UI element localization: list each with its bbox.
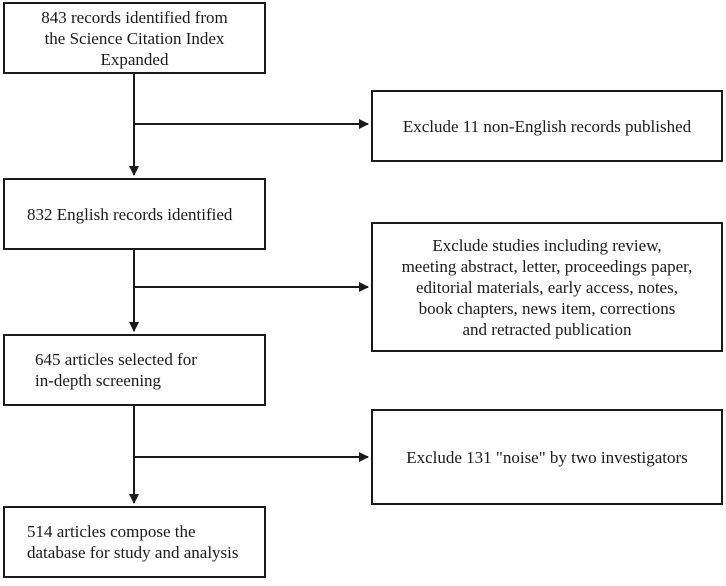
step-label-final-database: 514 articles compose the database for st…: [27, 522, 239, 562]
step-label-english: 832 English records identified: [27, 204, 233, 224]
exclusion-label-study-types: Exclude studies including review, meetin…: [401, 235, 693, 339]
step-label-screening: 645 articles selected for in-depth scree…: [35, 350, 197, 390]
exclusion-label-noise: Exclude 131 "noise" by two investigators: [406, 447, 688, 467]
exclusion-box-noise: Exclude 131 "noise" by two investigators: [371, 409, 723, 505]
exclusion-label-non-english: Exclude 11 non-English records published: [402, 116, 692, 136]
step-box-screening: 645 articles selected for in-depth scree…: [3, 334, 266, 406]
step-label-identified: 843 records identified from the Science …: [41, 7, 228, 69]
step-box-english: 832 English records identified: [3, 178, 266, 250]
step-box-final-database: 514 articles compose the database for st…: [3, 506, 266, 578]
step-box-identified: 843 records identified from the Science …: [3, 2, 266, 74]
exclusion-box-study-types: Exclude studies including review, meetin…: [371, 222, 723, 352]
exclusion-box-non-english: Exclude 11 non-English records published: [371, 90, 723, 162]
